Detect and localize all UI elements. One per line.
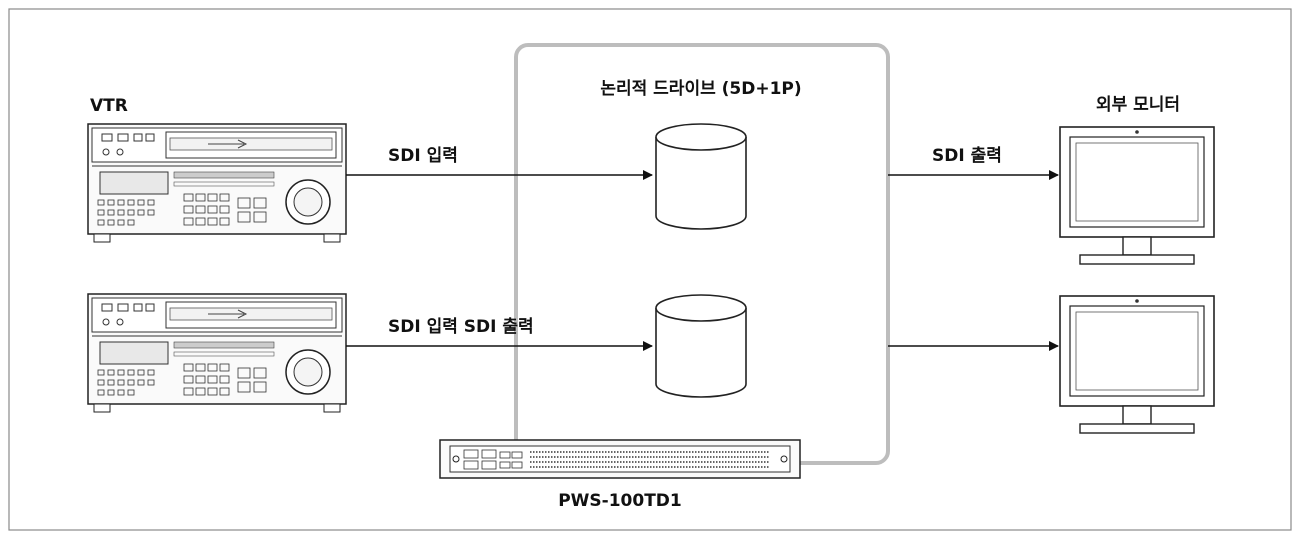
sdi-input-label-top: SDI 입력 bbox=[388, 146, 458, 166]
sdi-output-label-top: SDI 출력 bbox=[932, 146, 1002, 166]
external-monitor-top bbox=[1059, 126, 1215, 265]
drive-cylinder-top bbox=[655, 123, 747, 230]
vtr-deck-top bbox=[87, 123, 347, 243]
drive-cylinder-bottom bbox=[655, 294, 747, 398]
sdi-input-output-label-bottom: SDI 입력 SDI 출력 bbox=[388, 317, 534, 337]
logical-drive-label: 논리적 드라이브 (5D+1P) bbox=[600, 79, 801, 99]
vtr-deck-bottom bbox=[87, 293, 347, 413]
logical-drive-box bbox=[514, 43, 890, 465]
server-unit bbox=[439, 439, 801, 479]
external-monitor-label: 외부 모니터 bbox=[1096, 95, 1180, 115]
server-model-label: PWS-100TD1 bbox=[558, 491, 682, 511]
vtr-label: VTR bbox=[90, 96, 128, 116]
diagram-frame bbox=[8, 8, 1292, 531]
external-monitor-bottom bbox=[1059, 295, 1215, 434]
